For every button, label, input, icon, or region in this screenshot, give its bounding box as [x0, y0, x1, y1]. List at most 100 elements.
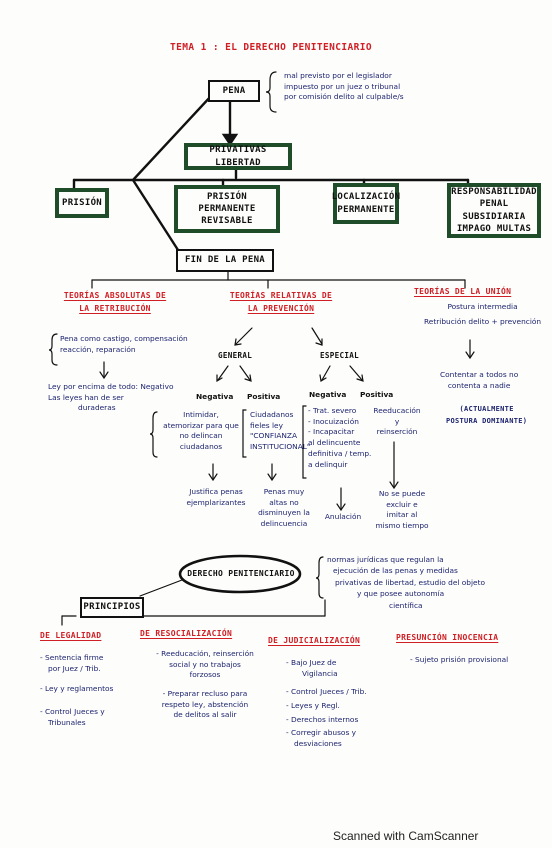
pena-note-line: impuesto por un juez o tribunal [284, 81, 401, 91]
result-line: No se puede [378, 489, 426, 498]
text-line: a delinquir [308, 459, 348, 469]
principios-box: PRINCIPIOS [80, 597, 144, 618]
heading-line: TEORÍAS DE LA UNIÓN [414, 287, 512, 296]
union-result: Contentar a todos no contenta a nadie [440, 370, 518, 391]
item-line: - Sentencia firme [40, 652, 104, 662]
principle-item: - Preparar recluso para respeto ley, abs… [140, 689, 270, 721]
type-label: LOCALIZACIÓN PERMANENTE [331, 192, 401, 215]
principle-item: - Control Jueces / Trib. [268, 687, 388, 698]
pena-note-line: por comisión delito al culpable/s [284, 92, 404, 102]
principios-label: PRINCIPIOS [83, 602, 141, 613]
especial-positiva-text: Reeducación y reinserción [370, 406, 424, 438]
text-line: - Trat. severo [308, 406, 357, 415]
result-line: Justifica penas [189, 487, 243, 496]
general-negativa-text: Intimidar, atemorizar para que no delinc… [160, 410, 242, 453]
relativas-heading: TEORÍAS RELATIVAS DE LA PREVENCIÓN [226, 290, 336, 316]
heading-line: LA RETRIBUCIÓN [79, 303, 151, 313]
absolutas-desc: Pena como castigo, compensación reacción… [60, 334, 188, 355]
principle-resocializacion: DE RESOCIALIZACIÓN - Reeducación, reinse… [140, 628, 270, 721]
principle-item: - Sujeto prisión provisional [396, 655, 536, 666]
heading-line: LA PREVENCIÓN [247, 303, 315, 313]
principle-heading: DE RESOCIALIZACIÓN [140, 629, 233, 638]
result-line: Ley por encima de todo: Negativo [48, 382, 174, 391]
desc-line: Pena como castigo, compensación [60, 334, 188, 343]
principle-item: - Derechos internos [268, 715, 388, 726]
text-line: INSTITUCIONAL" [250, 442, 311, 452]
text-line: no delincan [179, 431, 223, 441]
absolutas-heading: TEORÍAS ABSOLUTAS DE LA RETRIBUCIÓN [60, 290, 170, 316]
principle-item: - Leyes y Regl. [268, 701, 388, 712]
text-line: Intimidar, [183, 410, 219, 419]
item-line: - Sujeto prisión provisional [410, 654, 509, 664]
desc-line: normas jurídicas que regulan la [327, 555, 444, 564]
principle-legalidad: DE LEGALIDAD - Sentencia firme por Juez … [40, 630, 140, 728]
type-label: PRISIÓN PERMANENTE REVISABLE [198, 191, 256, 227]
text-line: Ciudadanos [250, 410, 294, 419]
item-line: - Ley y reglamentos [40, 684, 114, 694]
item-line: forzosos [189, 670, 221, 680]
text-line: reinserción [376, 427, 418, 437]
result-line: Contentar a todos no [440, 370, 519, 379]
item-line: - Derechos internos [286, 714, 359, 724]
general-label: GENERAL [218, 351, 253, 360]
principle-judicializacion: DE JUDICIALIZACIÓN - Bajo Juez de Vigila… [268, 635, 388, 750]
text-line: ciudadanos [179, 442, 223, 452]
especial-negativa-text: - Trat. severo - Inocuización - Incapaci… [308, 406, 371, 470]
union-heading: TEORÍAS DE LA UNIÓN [414, 286, 511, 299]
principle-heading: PRESUNCIÓN INOCENCIA [396, 633, 499, 642]
type-localizacion: LOCALIZACIÓN PERMANENTE [332, 183, 400, 224]
item-line: Vigilancia [302, 668, 338, 678]
type-prision: PRISIÓN [55, 188, 109, 218]
principle-item: - Ley y reglamentos [40, 684, 140, 695]
derecho-desc: normas jurídicas que regulan la ejecució… [327, 554, 485, 611]
item-line: - Preparar recluso para [162, 689, 248, 698]
union-text: Postura intermedia Retribución delito + … [424, 302, 541, 327]
principle-heading: DE LEGALIDAD [40, 631, 102, 640]
type-responsabilidad: RESPONSABILIDAD PENAL SUBSIDIARIA IMPAGO… [447, 183, 541, 238]
general-positiva-result: Penas muy altas no disminuyen la delincu… [252, 487, 316, 530]
result-line: delincuencia [260, 519, 308, 529]
item-line: de delitos al salir [173, 710, 237, 720]
result-line: disminuyen la [258, 508, 310, 518]
desc-line: científica [389, 600, 423, 610]
desc-line: y que posee autonomía [357, 589, 445, 599]
result-line: mismo tiempo [375, 521, 429, 531]
text-line: al delincuente [308, 438, 361, 448]
result-line: ejemplarizantes [186, 497, 246, 507]
text-line: Reeducación [373, 406, 421, 415]
text-line: definitiva / temp. [308, 448, 372, 458]
general-negativa-result: Justifica penas ejemplarizantes [176, 487, 256, 508]
especial-positiva-result: No se puede excluir e imitar al mismo ti… [372, 489, 432, 532]
principle-item: - Control Jueces y Tribunales [40, 707, 140, 728]
item-line: - Control Jueces / Trib. [286, 687, 367, 697]
item-line: por Juez / Trib. [48, 663, 101, 673]
item-line: - Bajo Juez de [286, 657, 337, 667]
principle-presuncion: PRESUNCIÓN INOCENCIA - Sujeto prisión pr… [396, 632, 536, 666]
item-line: desviaciones [294, 739, 342, 749]
privativas-box: PRIVATIVAS LIBERTAD [184, 143, 292, 170]
result-line: Anulación [324, 512, 362, 521]
heading-line: TEORÍAS ABSOLUTAS DE [63, 291, 167, 300]
result-line: altas no [269, 497, 299, 507]
item-line: social y no trabajos [169, 659, 241, 669]
type-prision-permanente: PRISIÓN PERMANENTE REVISABLE [174, 185, 280, 233]
pena-box: PENA [208, 80, 260, 102]
item-line: - Corregir abusos y [286, 728, 357, 738]
text-line: y [394, 416, 400, 426]
pena-label: PENA [222, 85, 246, 96]
privativas-label: PRIVATIVAS LIBERTAD [209, 145, 267, 168]
result-line: duraderas [78, 403, 116, 413]
principle-heading: DE JUDICIALIZACIÓN [268, 636, 361, 645]
especial-label: ESPECIAL [320, 351, 359, 360]
desc-line: reacción, reparación [60, 344, 136, 354]
item-line: Tribunales [48, 717, 86, 727]
result-line: excluir e [386, 499, 418, 509]
text-line: - Inocuización [308, 416, 359, 426]
principle-item: - Corregir abusos y desviaciones [268, 728, 388, 749]
item-line: respeto ley, abstención [161, 699, 249, 709]
note-line: (ACTUALMENTE [459, 405, 514, 413]
text-line: "CONFIANZA [250, 431, 298, 441]
desc-line: ejecución de las penas y medidas [333, 566, 458, 576]
result-line: Penas muy [263, 487, 305, 496]
scanner-watermark: Scanned with CamScanner [333, 829, 479, 843]
